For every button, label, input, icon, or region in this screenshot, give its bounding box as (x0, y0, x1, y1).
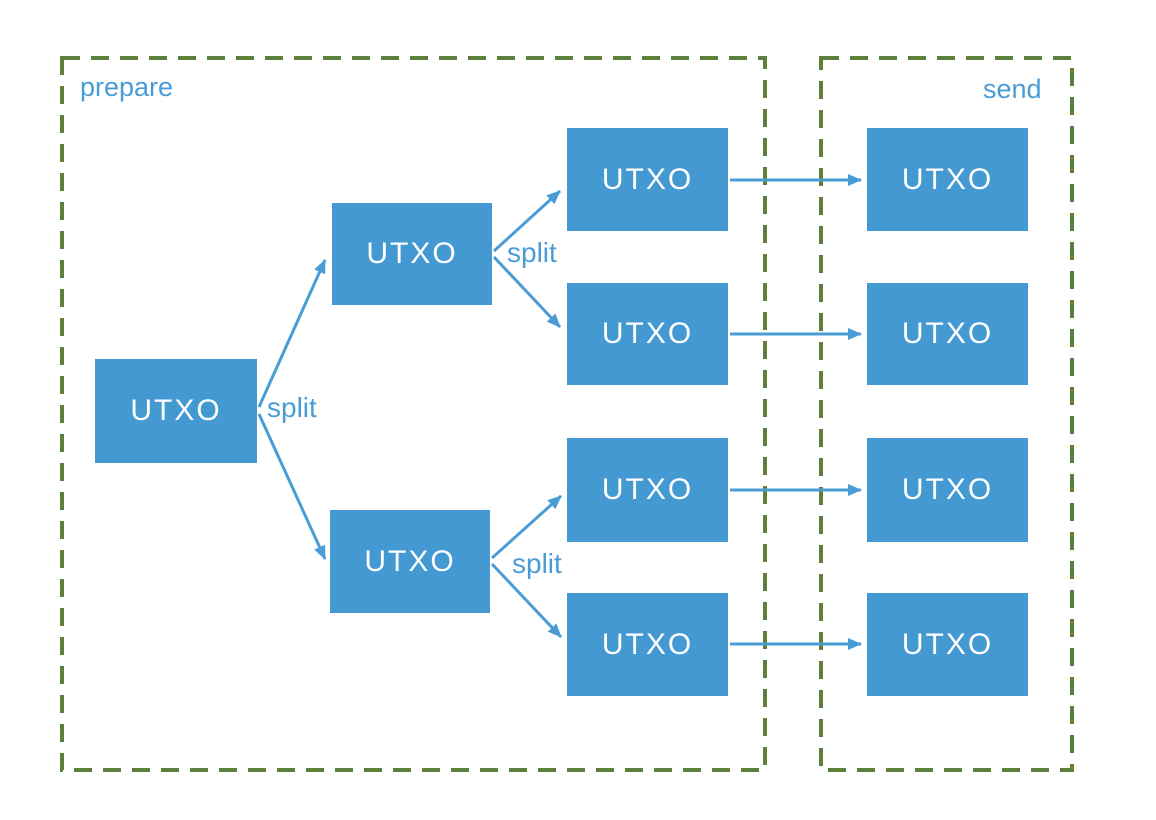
node-utxo-send-1: UTXO (867, 128, 1028, 231)
send-region-label: send (983, 74, 1042, 104)
node-utxo-prep-1: UTXO (567, 128, 728, 231)
send-region-border (819, 56, 1074, 772)
node-utxo-prep-3: UTXO (567, 438, 728, 542)
prepare-region-label: prepare (80, 72, 174, 102)
arrow-mid-top-to-prep-1 (492, 189, 562, 253)
node-utxo-prep-4: UTXO (567, 593, 728, 696)
prepare-region-border (60, 56, 767, 772)
split-label-root: split (267, 392, 317, 423)
split-label-mid-top: split (507, 237, 557, 268)
arrow-mid-bottom-to-prep-3 (490, 494, 563, 560)
node-utxo-send-4: UTXO (867, 593, 1028, 696)
arrow-root-to-mid-bottom (257, 413, 327, 560)
node-utxo-mid-bottom: UTXO (330, 510, 490, 613)
node-utxo-mid-top: UTXO (332, 203, 492, 305)
node-utxo-send-3: UTXO (867, 438, 1028, 542)
arrow-root-to-mid-top (257, 259, 327, 408)
arrow-mid-bottom-to-prep-4 (490, 562, 563, 639)
node-utxo-prep-2: UTXO (567, 283, 728, 385)
arrow-mid-top-to-prep-2 (492, 255, 562, 329)
node-utxo-send-2: UTXO (867, 283, 1028, 385)
node-utxo-root: UTXO (95, 359, 257, 463)
split-label-mid-bottom: split (512, 548, 562, 579)
